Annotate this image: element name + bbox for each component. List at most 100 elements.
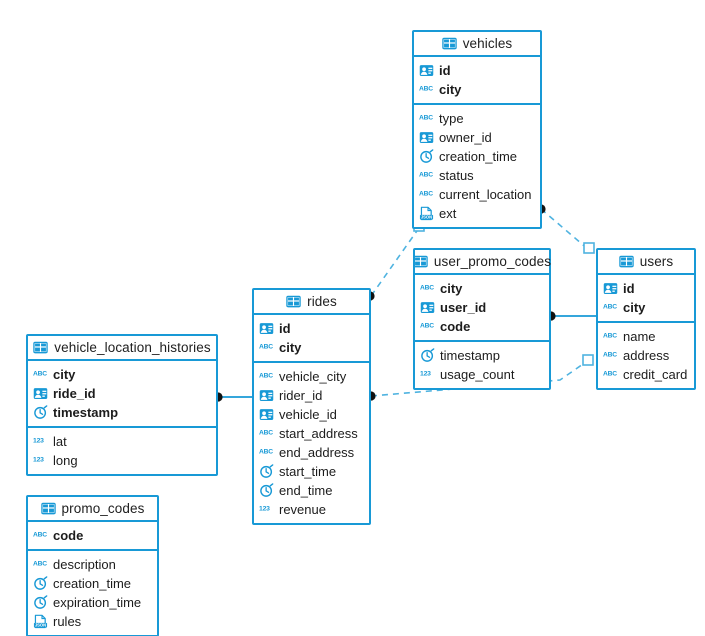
field-row[interactable]: user_id [415,298,549,317]
field-row[interactable]: ABC type [419,111,464,126]
field-row[interactable]: 123 lat [33,434,67,449]
field-row[interactable]: ABC city [419,82,462,97]
abc-text-icon: ABC [33,367,48,382]
abc-text-icon: ABC [603,300,618,315]
table-header-promo-codes: promo_codes [28,497,157,522]
table-users[interactable]: users id ABC city ABC nam [596,248,696,390]
table-key-fields: id ABC city [598,275,694,323]
abc-text-icon: ABC [603,329,618,344]
field-row[interactable]: ABC end_address [259,445,355,460]
edge-user-promo-codes-users[interactable] [546,311,596,321]
123-number-icon: 123 [420,367,435,382]
edge-vehicles-users[interactable] [536,204,595,254]
field-row[interactable]: end_time [254,481,369,500]
field-row[interactable]: vehicle_id [254,405,369,424]
table-vehicles[interactable]: vehicles id ABC city ABC [412,30,542,229]
svg-text:ABC: ABC [33,371,47,378]
table-header-users: users [598,250,694,275]
field-row[interactable]: ABC status [419,168,474,183]
field-row[interactable]: ABC start_address [259,426,358,441]
field-row[interactable]: start_time [254,462,369,481]
svg-text:ABC: ABC [419,172,433,179]
table-title: rides [307,294,337,309]
abc-text-icon: ABC [33,528,48,543]
field-row[interactable]: rider_id [254,386,369,405]
clock-icon [259,464,274,479]
field-row[interactable]: expiration_time [28,593,157,612]
field-row[interactable]: ABC address [603,348,670,363]
svg-text:ABC: ABC [259,449,273,456]
field-row[interactable]: ABC vehicle_city [259,369,347,384]
field-row[interactable]: creation_time [28,574,157,593]
svg-text:ABC: ABC [259,430,273,437]
clock-icon [259,483,274,498]
field-row[interactable]: ABC code [33,528,84,543]
123-number-icon: 123 [259,502,274,517]
field-row[interactable]: ABC credit_card [603,367,688,382]
edge-vehicle-location-histories-rides[interactable] [213,392,252,402]
svg-text:ABC: ABC [603,304,617,311]
abc-text-icon: ABC [33,557,48,572]
json-file-icon: JSON [33,614,48,629]
table-title: user_promo_codes [433,254,552,269]
field-row[interactable]: id [414,61,540,80]
abc-text-icon: ABC [259,445,274,460]
field-row[interactable]: ABC city [603,300,646,315]
id-card-icon [259,321,274,336]
table-regular-fields: ABC type owner_id creation_time [414,105,540,227]
table-title: users [639,254,674,269]
table-user-promo-codes[interactable]: user_promo_codes ABC city user_id ABC [413,248,551,390]
table-regular-fields: ABC vehicle_city rider_id vehic [254,363,369,523]
field-row[interactable]: creation_time [414,147,540,166]
table-grid-icon [413,254,428,269]
field-row[interactable]: ABC city [259,340,302,355]
abc-text-icon: ABC [259,426,274,441]
abc-text-icon: ABC [603,367,618,382]
field-row[interactable]: ABC name [603,329,656,344]
123-number-icon: 123 [33,434,48,449]
svg-text:ABC: ABC [259,344,273,351]
table-key-fields: id ABC city [254,315,369,363]
svg-text:JSON: JSON [421,215,432,220]
svg-text:ABC: ABC [419,191,433,198]
table-key-fields: id ABC city [414,57,540,105]
abc-text-icon: ABC [259,340,274,355]
svg-text:ABC: ABC [259,373,273,380]
field-row[interactable]: id [598,279,694,298]
abc-text-icon: ABC [419,82,434,97]
field-row[interactable]: id [254,319,369,338]
svg-text:ABC: ABC [419,115,433,122]
field-row[interactable]: ride_id [28,384,216,403]
svg-text:ABC: ABC [420,323,434,330]
table-promo-codes[interactable]: promo_codes ABC code ABC description cre… [26,495,159,636]
table-rides[interactable]: rides id ABC city ABC veh [252,288,371,525]
field-row[interactable]: timestamp [28,403,216,422]
field-row[interactable]: ABC description [33,557,116,572]
field-row[interactable]: 123 revenue [259,502,326,517]
field-row[interactable]: ABC city [420,281,463,296]
field-row[interactable]: owner_id [414,128,540,147]
table-title: vehicles [462,36,513,51]
field-row[interactable]: 123 long [33,453,78,468]
svg-text:ABC: ABC [603,352,617,359]
field-row[interactable]: JSON ext [419,206,457,221]
abc-text-icon: ABC [420,319,435,334]
svg-text:ABC: ABC [33,561,47,568]
field-row[interactable]: timestamp [415,346,549,365]
123-number-icon: 123 [33,453,48,468]
table-regular-fields: 123 lat 123 long [28,428,216,474]
field-row[interactable]: 123 usage_count [420,367,515,382]
id-card-icon [259,407,274,422]
table-grid-icon [286,294,301,309]
svg-text:123: 123 [259,506,270,513]
table-header-vehicles: vehicles [414,32,540,57]
svg-text:ABC: ABC [603,371,617,378]
table-header-rides: rides [254,290,369,315]
table-vehicle-location-histories[interactable]: vehicle_location_histories ABC city ride… [26,334,218,476]
field-row[interactable]: ABC current_location [419,187,532,202]
field-row[interactable]: ABC city [33,367,76,382]
field-row[interactable]: JSON rules [33,614,82,629]
abc-text-icon: ABC [420,281,435,296]
field-row[interactable]: ABC code [420,319,471,334]
